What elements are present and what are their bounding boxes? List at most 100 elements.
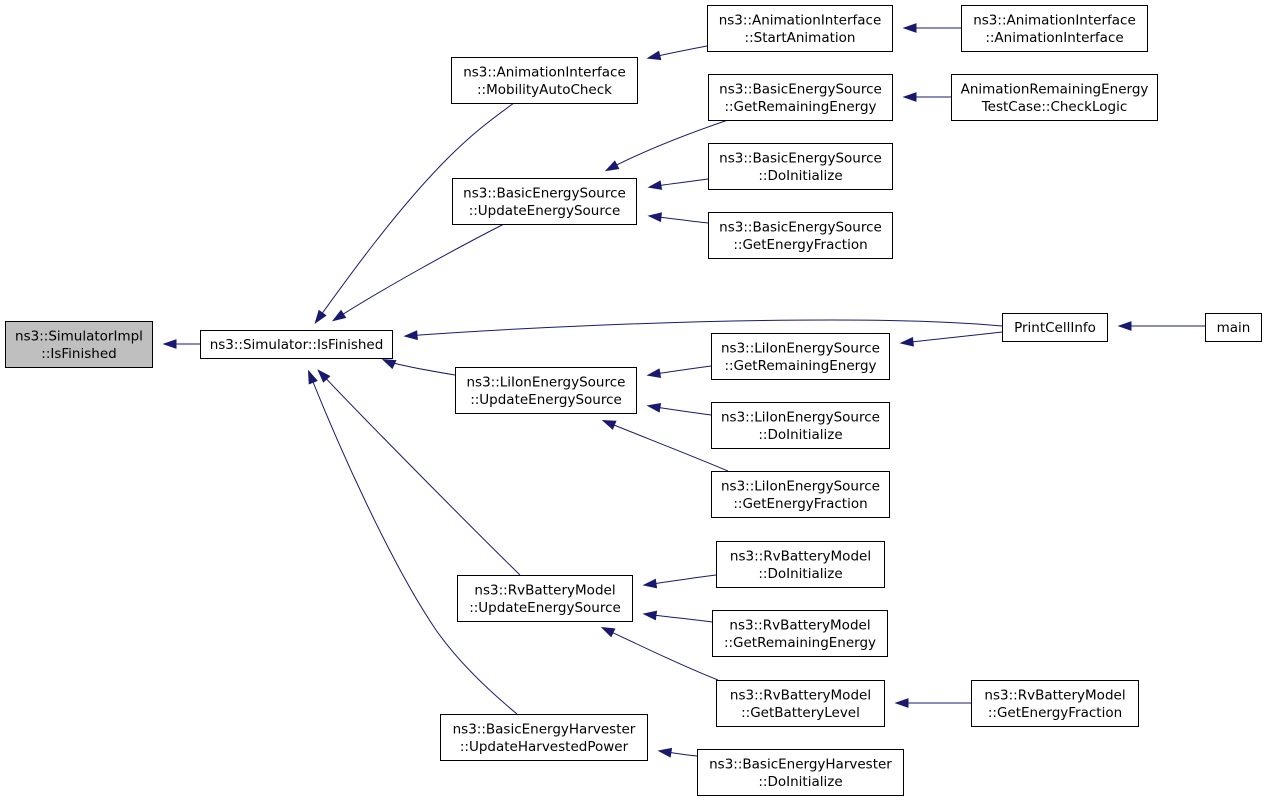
node-label: ns3::BasicEnergySource (719, 150, 882, 166)
node-label: ns3::RvBatteryModel (474, 582, 615, 598)
node-label: ::UpdateEnergySource (470, 392, 622, 408)
node-label: ::GetEnergyFraction (733, 496, 867, 512)
node-box (200, 330, 393, 359)
node-box (951, 74, 1158, 121)
edge-n17-to-n4 (601, 420, 729, 472)
node-label: ::DoInitialize (758, 427, 842, 443)
focus-node: ns3::SimulatorImpl::IsFinished (5, 321, 153, 368)
edge-n13-to-n15 (899, 331, 1003, 347)
edge-line (333, 223, 505, 321)
node-box (708, 143, 893, 190)
arrowhead-icon (646, 50, 662, 61)
edge-n5-to-n1 (317, 369, 521, 576)
graph-node[interactable]: ns3::RvBatteryModel::GetRemainingEnergy (712, 610, 888, 657)
graph-node[interactable]: ns3::LiIonEnergySource::DoInitialize (711, 402, 890, 449)
node-label: ::UpdateEnergySource (469, 203, 621, 219)
node-box (440, 714, 648, 761)
edge-line (308, 371, 518, 715)
arrowhead-icon (647, 180, 663, 190)
node-box (711, 471, 890, 518)
node-label: ::DoInitialize (758, 168, 842, 184)
arrowhead-icon (381, 358, 397, 370)
graph-node[interactable]: ns3::BasicEnergyHarvester::DoInitialize (697, 749, 904, 796)
graph-node[interactable]: ns3::RvBatteryModel::GetBatteryLevel (716, 680, 885, 727)
edge-n13-to-n1 (403, 319, 1003, 341)
arrowhead-icon (899, 336, 914, 347)
edge-n19-to-n5 (642, 610, 713, 623)
graph-node[interactable]: AnimationRemainingEnergyTestCase::CheckL… (951, 74, 1158, 121)
node-label: ns3::RvBatteryModel (729, 617, 870, 633)
node-label: ns3::RvBatteryModel (984, 687, 1125, 703)
node-label: ns3::LiIonEnergySource (721, 478, 880, 494)
arrowhead-icon (902, 23, 917, 33)
node-label: ::GetEnergyFraction (733, 237, 867, 253)
node-box (457, 575, 633, 622)
edge-n6-to-n1 (308, 369, 518, 715)
node-label: ns3::BasicEnergyHarvester (453, 721, 636, 737)
node-label: AnimationRemainingEnergy (961, 81, 1149, 97)
arrowhead-icon (403, 330, 418, 341)
node-label: PrintCellInfo (1014, 320, 1096, 336)
graph-node[interactable]: ns3::RvBatteryModel::UpdateEnergySource (457, 575, 633, 622)
node-box (961, 5, 1148, 52)
edge-n4-to-n1 (381, 358, 456, 376)
node-box (452, 178, 637, 225)
node-label: ns3::LiIonEnergySource (467, 374, 626, 390)
node-label: ns3::SimulatorImpl (15, 328, 143, 344)
node-label: ns3::AnimationInterface (719, 12, 882, 28)
graph-node[interactable]: ns3::BasicEnergySource::GetEnergyFractio… (708, 212, 893, 259)
arrowhead-icon (162, 339, 177, 349)
edge-line (315, 102, 515, 323)
node-box (1002, 313, 1108, 342)
node-box (971, 680, 1139, 727)
node-label: ns3::RvBatteryModel (730, 548, 871, 564)
node-box (716, 541, 885, 588)
node-box (1205, 313, 1262, 342)
arrowhead-icon (314, 309, 327, 325)
node-box (712, 610, 888, 657)
node-label: ns3::BasicEnergyHarvester (709, 756, 892, 772)
node-label: ns3::BasicEnergySource (719, 219, 882, 235)
graph-node[interactable]: PrintCellInfo (1002, 313, 1108, 342)
edge-n21-to-n20 (894, 698, 971, 708)
node-label: ns3::RvBatteryModel (730, 687, 871, 703)
node-label: ns3::Simulator::IsFinished (210, 337, 384, 353)
arrowhead-icon (894, 698, 909, 708)
edge-line (602, 627, 719, 681)
arrowhead-icon (600, 626, 616, 638)
graph-node[interactable]: ns3::AnimationInterface::StartAnimation (707, 5, 893, 52)
graph-node[interactable]: ns3::RvBatteryModel::DoInitialize (716, 541, 885, 588)
node-label: ns3::BasicEnergySource (719, 81, 882, 97)
node-label: ::UpdateHarvestedPower (460, 739, 629, 755)
arrowhead-icon (646, 368, 662, 379)
node-box (455, 367, 637, 414)
edge-line (901, 331, 1003, 344)
edge-n14-to-n13 (1117, 321, 1205, 331)
node-label: ::GetBatteryLevel (741, 705, 860, 721)
graph-node[interactable]: ns3::AnimationInterface::AnimationInterf… (961, 5, 1148, 52)
node-box (711, 333, 890, 380)
graph-node[interactable]: ns3::BasicEnergySource::UpdateEnergySour… (452, 178, 637, 225)
edge-n16-to-n4 (646, 402, 712, 416)
node-label: ns3::LiIonEnergySource (721, 340, 880, 356)
graph-node[interactable]: ns3::BasicEnergyHarvester::UpdateHarvest… (440, 714, 648, 761)
graph-node[interactable]: ns3::Simulator::IsFinished (200, 330, 393, 359)
arrowhead-icon (657, 747, 673, 758)
edge-n11-to-n3 (647, 178, 709, 190)
edge-line (318, 370, 521, 576)
graph-node[interactable]: ns3::BasicEnergySource::DoInitialize (708, 143, 893, 190)
node-label: ::DoInitialize (758, 566, 842, 582)
nodes-layer: ns3::SimulatorImpl::IsFinishedns3::Simul… (5, 5, 1262, 796)
graph-node[interactable]: ns3::LiIonEnergySource::GetEnergyFractio… (711, 471, 890, 518)
graph-node[interactable]: ns3::LiIonEnergySource::UpdateEnergySour… (455, 367, 637, 414)
graph-node[interactable]: ns3::BasicEnergySource::GetRemainingEner… (708, 74, 893, 121)
node-label: ::UpdateEnergySource (469, 600, 621, 616)
graph-node[interactable]: main (1205, 313, 1262, 342)
graph-node[interactable]: ns3::RvBatteryModel::GetEnergyFraction (971, 680, 1139, 727)
graph-node[interactable]: ns3::LiIonEnergySource::GetRemainingEner… (711, 333, 890, 380)
node-label: ::MobilityAutoCheck (477, 82, 612, 98)
arrowhead-icon (331, 309, 347, 322)
edge-n7-to-n2 (646, 45, 708, 61)
graph-node[interactable]: ns3::AnimationInterface::MobilityAutoChe… (451, 57, 638, 104)
